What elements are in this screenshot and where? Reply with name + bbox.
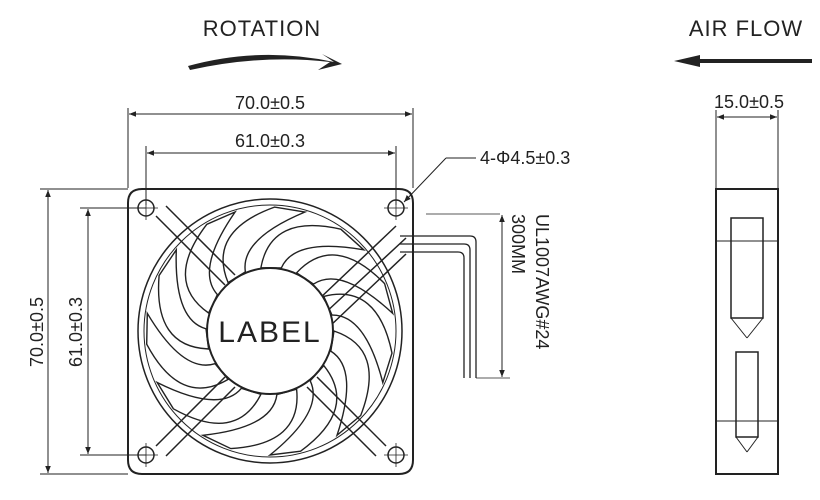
mounting-hole-dimension: 4-Φ4.5±0.3 [480,148,570,168]
fan-blade [267,364,338,456]
mounting-holes [134,196,408,467]
fan-frame [127,188,414,475]
hole-pitch-height-dimension: 61.0±0.3 [66,297,86,367]
left-dimensions [40,188,146,475]
thickness-dimension: 15.0±0.5 [714,92,784,112]
fan-blade [260,225,366,269]
frame-struts [155,205,407,457]
rotation-label: ROTATION [203,16,321,41]
cable-length: 300MM [508,214,528,274]
rotation-arrow-icon [188,54,342,70]
fan-blade [200,388,298,450]
hub-label: LABEL [218,316,321,349]
fan-blade [322,293,393,386]
airflow-arrow-icon [674,55,812,67]
side-view [715,110,779,475]
fan-blades [145,206,395,456]
fan-blade [330,330,370,438]
outer-width-dimension: 70.0±0.5 [235,93,305,113]
fan-blade [222,206,308,284]
fan-blade [145,310,230,389]
hub [206,267,334,395]
hole-pitch-width-dimension: 61.0±0.3 [235,131,305,151]
cable-type: UL1007AWG#24 [532,214,552,349]
fan-blade [295,254,395,316]
lead-wires [400,213,510,379]
top-dimensions [127,108,414,205]
fan-blade [155,380,262,424]
outer-height-dimension: 70.0±0.5 [27,297,47,367]
fan-blade [157,247,210,350]
fan-blade [184,210,238,315]
airflow-label: AIR FLOW [689,16,803,41]
